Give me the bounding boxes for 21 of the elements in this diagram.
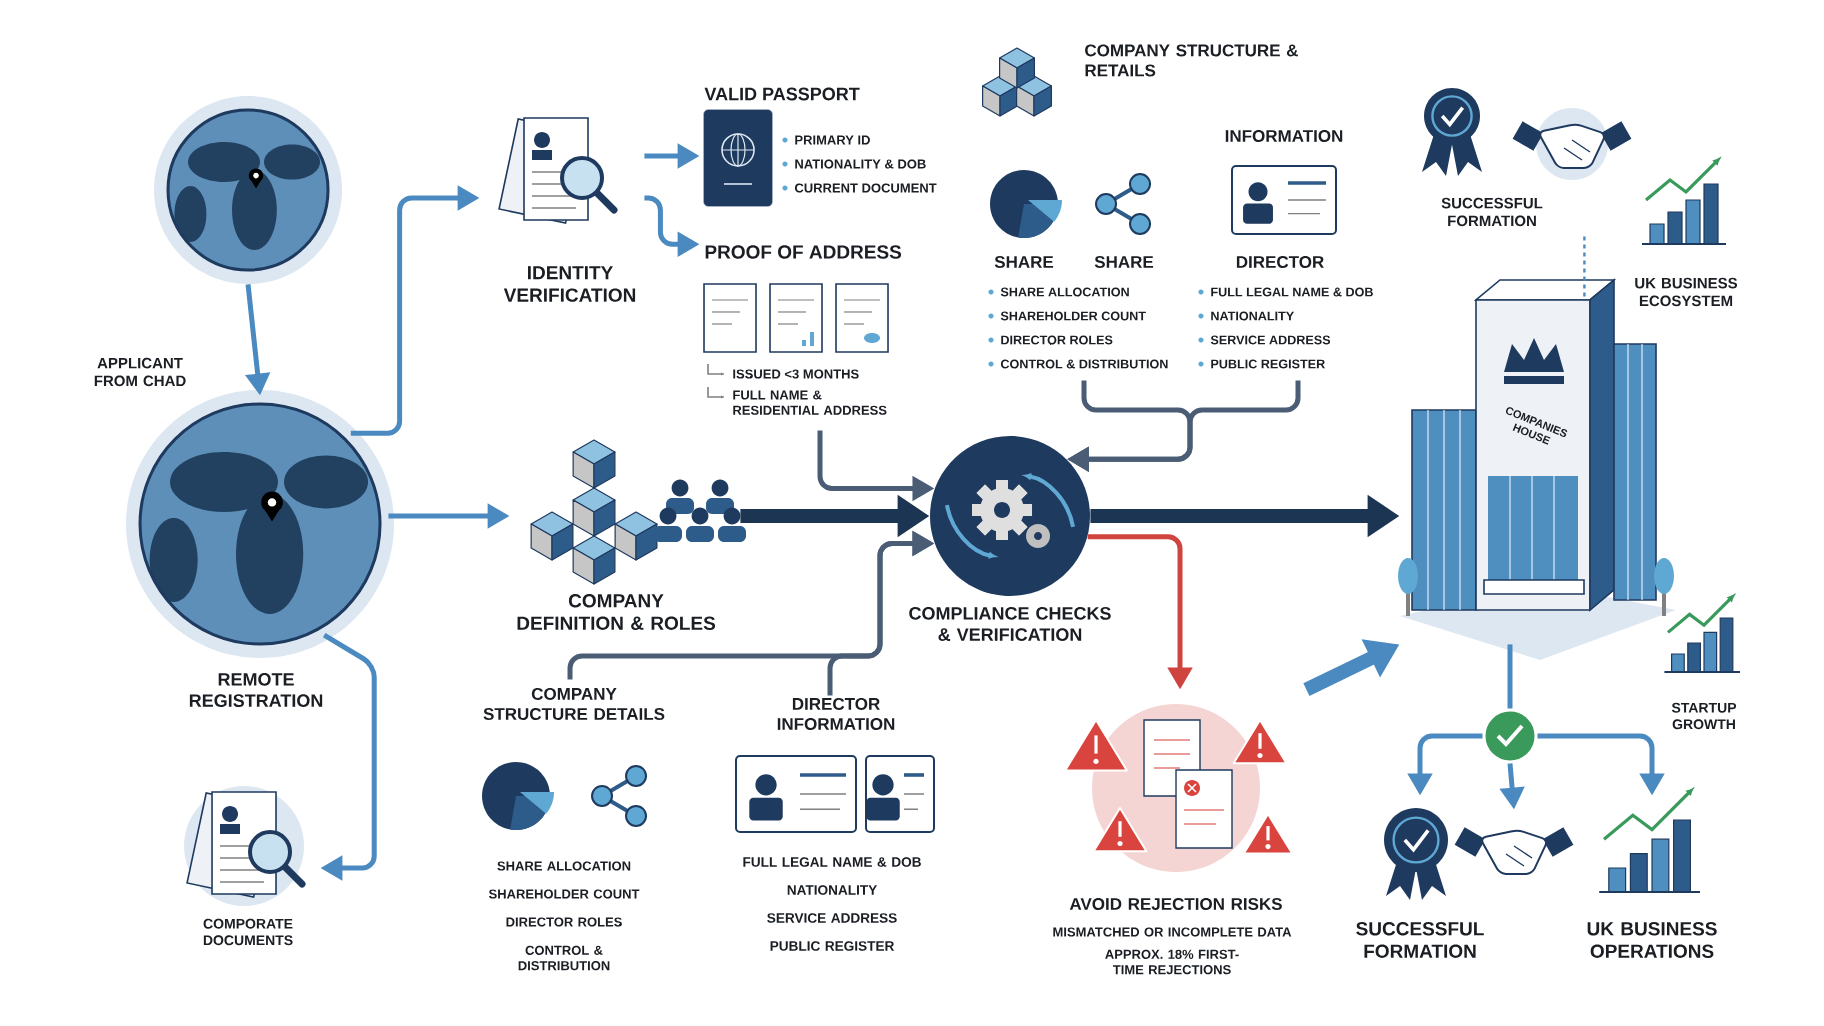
handshake-icon <box>1454 827 1574 875</box>
heading: COMPANY STRUCTURE DETAILS <box>483 687 665 721</box>
heading: INFORMATION <box>1225 130 1343 142</box>
connector-line <box>1507 644 1513 709</box>
heading: SUCCESSFUL FORMATION <box>1356 922 1484 958</box>
heading: COMPANY STRUCTURE & RETAILS <box>1085 44 1298 77</box>
check-icon <box>1482 708 1538 764</box>
label: SHARE <box>994 256 1054 268</box>
label: DIRECTOR <box>1236 256 1324 268</box>
heading: REMOTE REGISTRATION <box>189 673 323 707</box>
heading: UK BUSINESS OPERATIONS <box>1587 922 1717 958</box>
heading: COMPLIANCE CHECKS & VERIFICATION <box>909 607 1111 641</box>
heading: IDENTITY VERIFICATION <box>503 266 636 302</box>
heading: AVOID REJECTION RISKS <box>1069 898 1282 910</box>
globe-drawing <box>154 96 342 284</box>
heading: PROOF OF ADDRESS <box>705 245 902 259</box>
heading: DIRECTOR INFORMATION <box>777 697 895 731</box>
heading: VALID PASSPORT <box>704 87 860 101</box>
heading: COMPANY DEFINITION & ROLES <box>517 594 716 630</box>
dotted-line <box>1583 236 1586 300</box>
label: SHARE <box>1094 256 1154 268</box>
